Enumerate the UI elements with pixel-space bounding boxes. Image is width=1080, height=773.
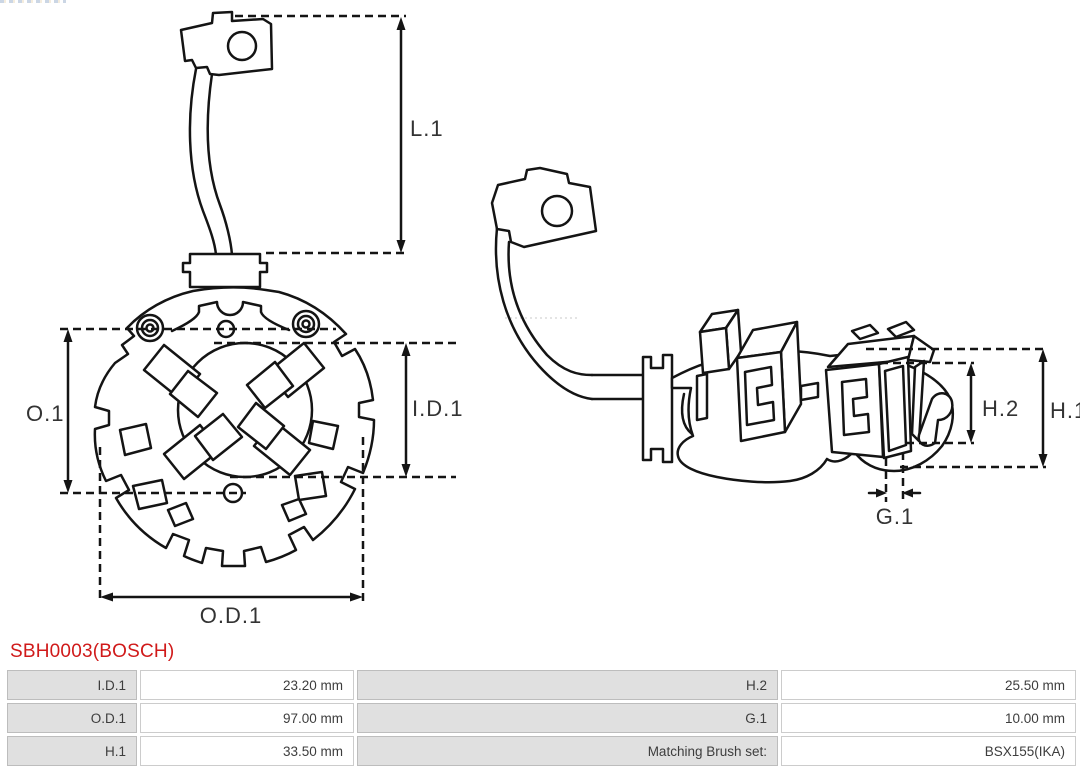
box-front xyxy=(698,326,731,375)
dim-label-l1: L.1 xyxy=(410,116,444,141)
brush-box-lower-left xyxy=(162,412,244,481)
box-notch xyxy=(840,377,871,437)
box-notch xyxy=(743,365,776,427)
arrowhead xyxy=(1038,349,1048,362)
clip xyxy=(307,419,340,451)
rivet-left xyxy=(135,313,165,343)
arrowhead xyxy=(63,480,73,493)
brush-box-sleeve xyxy=(236,401,286,451)
spec-value-cell: 33.50 mm xyxy=(140,736,354,766)
brush-box-center xyxy=(735,320,803,443)
arrowhead xyxy=(902,488,913,498)
wire-outline xyxy=(494,226,594,401)
arrowhead xyxy=(876,488,887,498)
clip xyxy=(293,470,328,502)
spec-value-cell: BSX155(IKA) xyxy=(781,736,1076,766)
right-drawing-side-view xyxy=(490,166,954,484)
left-drawing-front-view xyxy=(93,10,376,568)
arrowhead xyxy=(401,464,411,477)
body-detail xyxy=(695,372,709,422)
dim-label-id1: I.D.1 xyxy=(412,396,463,421)
arrowhead xyxy=(350,592,363,602)
castle-notch xyxy=(170,300,291,333)
dim-label-h2: H.2 xyxy=(982,396,1019,421)
box-front xyxy=(735,350,787,443)
terminal-hole xyxy=(226,30,258,62)
arrowhead xyxy=(396,240,406,253)
arrowhead xyxy=(1038,454,1048,467)
brush-box-sleeve xyxy=(168,369,219,419)
dim-label-o1: O.1 xyxy=(26,401,64,426)
arrowhead xyxy=(63,329,73,342)
top-tab xyxy=(850,323,880,341)
arrowhead xyxy=(966,363,976,376)
brush-box-lower-right xyxy=(236,401,312,477)
mounting-bracket xyxy=(641,353,674,464)
brush-box-sleeve xyxy=(245,360,295,410)
table-row: H.1 33.50 mm Matching Brush set: BSX155(… xyxy=(7,736,1080,766)
dim-label-h1: H.1 xyxy=(1050,398,1080,423)
wire-connector-block xyxy=(181,252,269,289)
wire-outline xyxy=(206,72,234,257)
spec-value-cell: 10.00 mm xyxy=(781,703,1076,733)
brush-box-upper-right xyxy=(245,341,326,410)
arrowhead xyxy=(100,592,113,602)
rivet-right xyxy=(291,309,321,339)
spec-label-cell: H.1 xyxy=(7,736,137,766)
wire-outline xyxy=(507,240,594,377)
clip xyxy=(118,422,153,457)
table-row: O.D.1 97.00 mm G.1 10.00 mm xyxy=(7,703,1080,733)
brush-box-small xyxy=(698,308,743,375)
table-row: I.D.1 23.20 mm H.2 25.50 mm xyxy=(7,670,1080,700)
spec-label-cell: O.D.1 xyxy=(7,703,137,733)
part-number-title: SBH0003(BOSCH) xyxy=(10,641,175,662)
spec-value-cell: 25.50 mm xyxy=(781,670,1076,700)
top-tab xyxy=(886,320,916,339)
arrowhead xyxy=(966,430,976,443)
tab xyxy=(280,497,308,523)
brush-box-measured xyxy=(824,320,954,460)
brush-box-upper-left xyxy=(142,343,219,419)
tab xyxy=(166,501,195,528)
spec-value-cell: 97.00 mm xyxy=(140,703,354,733)
spec-table: I.D.1 23.20 mm H.2 25.50 mm O.D.1 97.00 … xyxy=(7,670,1080,766)
spec-value-cell: 23.20 mm xyxy=(140,670,354,700)
rivet-ring xyxy=(301,319,311,329)
body-detail xyxy=(680,392,694,436)
terminal-hole xyxy=(540,194,574,228)
brush-face-inner xyxy=(883,364,908,453)
brush-box-sleeve xyxy=(193,412,244,462)
spec-label-cell: Matching Brush set: xyxy=(357,736,778,766)
dim-label-g1: G.1 xyxy=(876,504,914,529)
clip xyxy=(131,478,169,511)
dimension-annotations: L.1 O.1 I.D.1 O.D.1 H.2 H xyxy=(26,14,1080,628)
spec-label-cell: G.1 xyxy=(357,703,778,733)
bridge-piece xyxy=(799,381,820,402)
screen-edge-artifact xyxy=(0,0,66,3)
dim-label-od1: O.D.1 xyxy=(200,603,262,628)
wire-outline xyxy=(188,67,218,257)
technical-drawing: L.1 O.1 I.D.1 O.D.1 H.2 H xyxy=(26,10,1080,628)
spec-label-cell: H.2 xyxy=(357,670,778,700)
arrowhead xyxy=(401,343,411,356)
arrowhead xyxy=(396,17,406,30)
terminal-tab xyxy=(179,10,274,77)
spec-label-cell: I.D.1 xyxy=(7,670,137,700)
